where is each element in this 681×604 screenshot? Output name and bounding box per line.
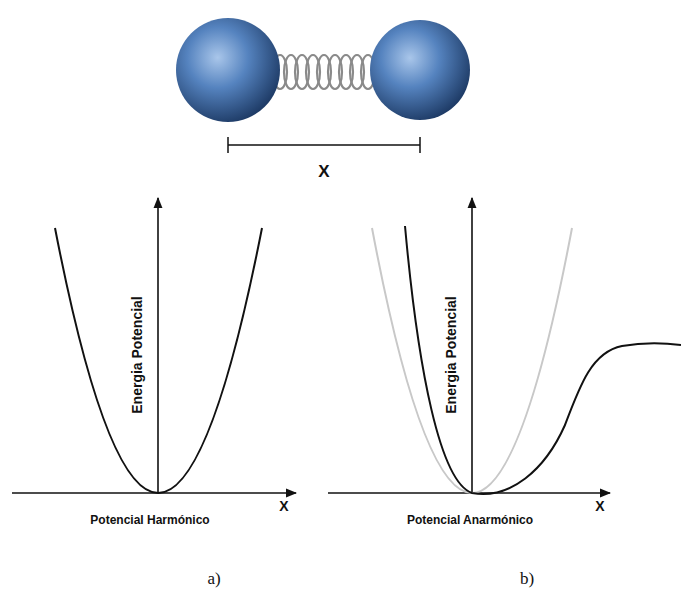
axis-label: X	[279, 499, 288, 514]
plot-caption: Potencial Harmónico	[90, 514, 209, 527]
spring	[273, 55, 375, 89]
harmonic-curve	[55, 228, 262, 493]
axis-title: Energia Potencial	[444, 296, 459, 413]
harmonic-reference-curve	[372, 228, 572, 493]
axis-label: X	[595, 499, 604, 514]
panel-label: a)	[207, 570, 220, 589]
axis-title: Energia Potencial	[130, 296, 145, 413]
plot-caption: Potencial Anarmónico	[407, 514, 533, 527]
panel-label: b)	[520, 570, 534, 589]
dimension-line	[228, 137, 420, 153]
dimension-label: X	[318, 163, 329, 182]
atom-sphere	[370, 20, 470, 120]
atom-sphere	[176, 18, 280, 122]
anharmonic-curve	[405, 226, 681, 494]
axes	[12, 198, 296, 493]
axes	[328, 198, 610, 493]
